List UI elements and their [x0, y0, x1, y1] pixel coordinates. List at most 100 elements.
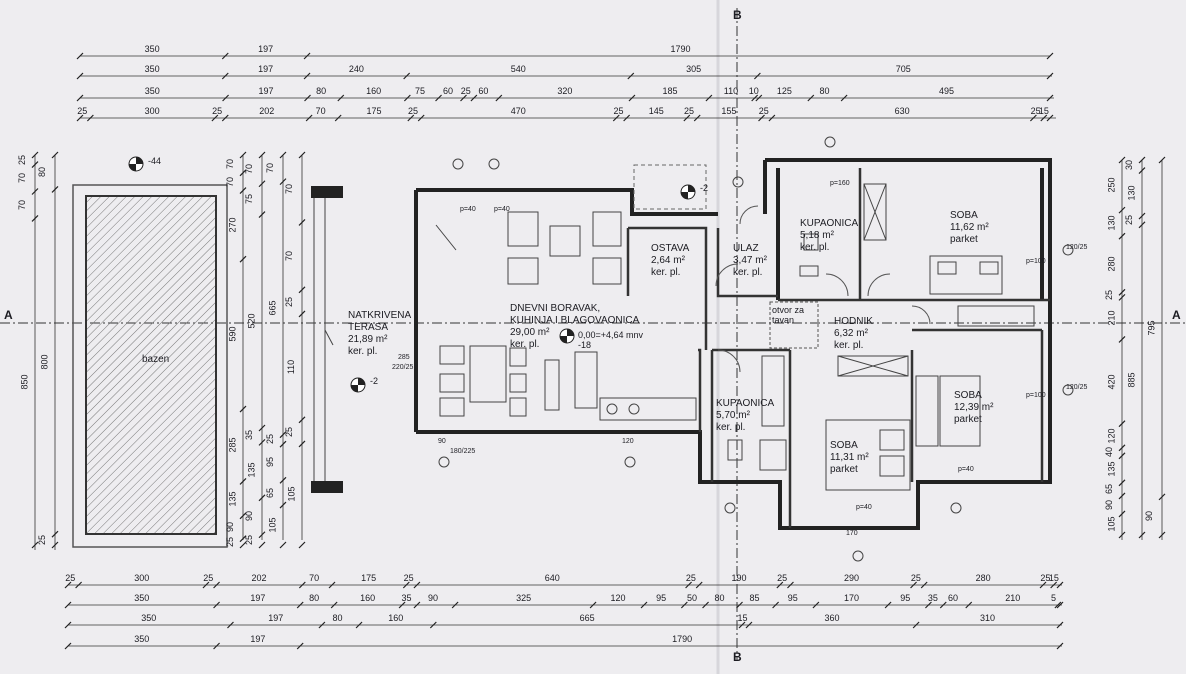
dimension-label: 800	[39, 354, 50, 370]
door-swings	[715, 205, 931, 373]
room-floor: ker. pl.	[348, 346, 378, 357]
level-living-value: 0,00=+4,64 mnv	[578, 330, 644, 340]
room-bedroom-3: SOBA 11,31 m² parket	[830, 440, 869, 476]
dimension-label: 250	[1106, 177, 1117, 193]
room-area: 6,32 m²	[834, 328, 868, 339]
dimension-label: 160	[388, 613, 404, 623]
dimension-label: 210	[1106, 310, 1117, 326]
pool-label: bazen	[142, 354, 170, 365]
room-terrace: NATKRIVENA TERASA 21,89 m² ker. pl.	[348, 310, 411, 358]
terrace-column	[311, 186, 343, 198]
room-bedroom-2: SOBA 12,39 m² parket	[954, 390, 993, 426]
level-marker-entry	[680, 184, 696, 200]
dimension-label: 185	[662, 86, 678, 96]
level-terrace: -2	[370, 376, 379, 386]
dimension-label: 280	[1106, 256, 1117, 272]
room-name: KUPAONICA	[800, 218, 859, 229]
dimension-label: 65	[265, 487, 276, 498]
attic-label-line: tavan	[772, 315, 795, 325]
dimension-label: 25	[37, 534, 48, 545]
room-area: 12,39 m²	[954, 402, 994, 413]
dimension-label: 25	[1040, 573, 1051, 583]
dimension-label: 850	[19, 374, 30, 390]
dimension-lines-bottom	[68, 584, 1062, 647]
dimension-ticks	[31, 52, 1166, 650]
dimension-label: 300	[134, 573, 150, 583]
dimension-label: 110	[286, 359, 297, 375]
room-area: 11,62 m²	[950, 222, 989, 233]
dimension-label: 25	[613, 106, 624, 116]
dimension-label: 90	[225, 522, 236, 533]
window-tag: p=100	[1026, 258, 1046, 265]
dimension-label: 190	[731, 573, 747, 583]
dimension-label: 85	[749, 593, 760, 603]
dimension-label: 540	[510, 64, 526, 74]
dimension-label: 300	[144, 106, 160, 116]
room-floor: parket	[950, 234, 978, 245]
section-mark-b-top: B	[733, 8, 742, 22]
section-mark-a-left: A	[4, 308, 13, 322]
dimension-label: 125	[776, 86, 792, 96]
dimension-label: 35	[401, 593, 412, 603]
room-bathroom-1: KUPAONICA 5,18 m² ker. pl.	[800, 218, 858, 254]
dimension-label: 210	[1005, 593, 1021, 603]
window-tag: 90	[438, 438, 446, 445]
exterior-walls	[414, 158, 1052, 530]
dimension-label: 120	[1106, 428, 1117, 444]
dimension-label: 70	[225, 158, 236, 169]
dimension-label: 270	[227, 217, 238, 233]
room-area: 29,00 m²	[510, 327, 550, 338]
window-tag: p=40	[856, 504, 872, 511]
dimension-label: 630	[894, 106, 910, 116]
dimension-label: 35	[927, 593, 938, 603]
room-name: NATKRIVENA	[348, 310, 412, 321]
dimension-label: 25	[225, 536, 236, 547]
dimension-label: 175	[361, 573, 377, 583]
dimension-label: 25	[284, 426, 295, 437]
dimension-label: 470	[510, 106, 526, 116]
pool-outline	[72, 184, 228, 548]
room-floor: ker. pl.	[651, 267, 681, 278]
dimension-label: 95	[787, 593, 798, 603]
dimension-label: 350	[134, 593, 150, 603]
dimension-label: 25	[684, 106, 695, 116]
dimension-label: 285	[227, 437, 238, 453]
dimension-label: 110	[723, 86, 739, 96]
dimension-label: 25	[77, 106, 88, 116]
dimension-label: 90	[1104, 499, 1115, 510]
dimension-label: 202	[259, 106, 275, 116]
terrace-column	[311, 481, 343, 493]
dimension-label: 95	[265, 457, 276, 468]
dimension-label: 495	[939, 86, 955, 96]
dimension-label: 80	[316, 86, 327, 96]
dimension-label: 25	[407, 106, 418, 116]
dimension-label: 290	[844, 573, 860, 583]
dimension-label: 155	[721, 106, 737, 116]
room-area: 11,31 m²	[830, 452, 869, 463]
dimension-label: 160	[366, 86, 382, 96]
attic-opening-label: otvor za tavan	[772, 305, 804, 325]
dimension-label: 70	[284, 183, 295, 194]
dimension-label: 120	[610, 593, 626, 603]
room-floor: ker. pl.	[834, 340, 864, 351]
dimension-label: 665	[579, 613, 595, 623]
dimension-label: 1790	[672, 634, 693, 644]
room-name: SOBA	[830, 440, 858, 451]
dimension-label: 70	[244, 164, 255, 175]
window-tag: p=100	[1026, 392, 1046, 399]
dimension-label: 10	[748, 86, 759, 96]
room-floor: ker. pl.	[716, 422, 746, 433]
terrace-edge	[313, 198, 334, 481]
dimension-label: 202	[251, 573, 267, 583]
dimension-label: 80	[332, 613, 343, 623]
level-marker-living	[559, 328, 575, 344]
dimension-label: 80	[309, 593, 320, 603]
room-bathroom-2: KUPAONICA 5,70 m² ker. pl.	[716, 398, 774, 434]
window-markers	[438, 136, 1074, 562]
dimension-label: 40	[1104, 446, 1115, 457]
dimension-label: 70	[265, 163, 276, 174]
dimension-lines-left	[34, 155, 303, 550]
dimension-label: 25	[910, 573, 921, 583]
dimension-label: 105	[1106, 516, 1117, 532]
dimension-label: 420	[1106, 374, 1117, 390]
